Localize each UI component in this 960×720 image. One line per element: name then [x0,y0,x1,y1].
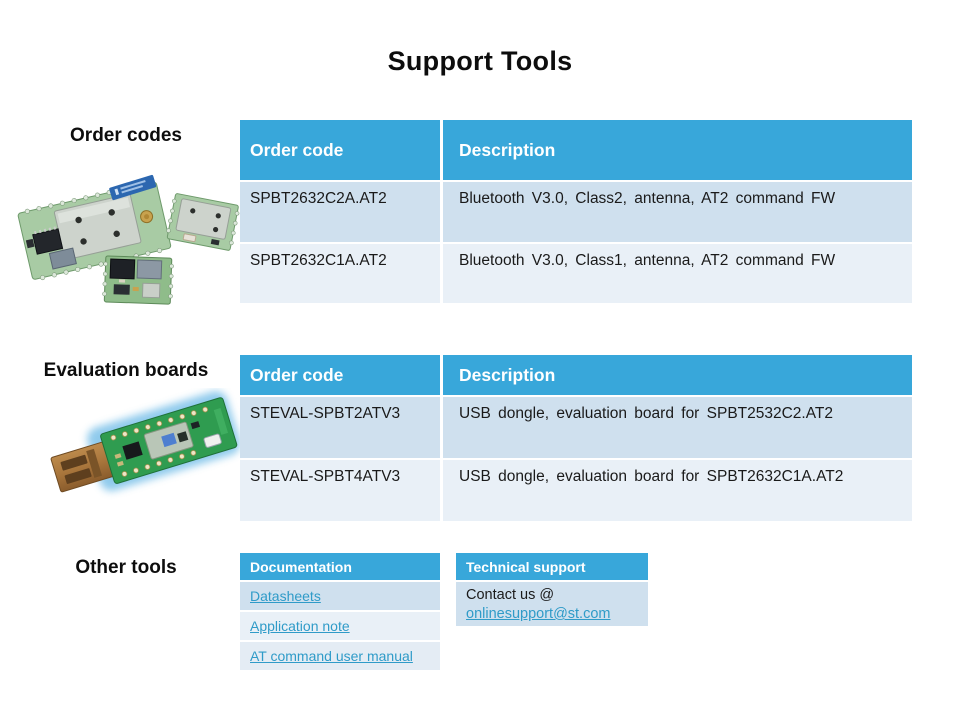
header-cell-description: Description [459,364,556,385]
order-codes-table-header: Order code Description [240,120,912,180]
header-cell-order-code: Order code [240,120,443,180]
page-title: Support Tools [387,46,573,76]
dongle-pcb [100,397,238,484]
order-code-cell: SPBT2632C1A.AT2 [240,244,443,303]
table-row: STEVAL-SPBT2ATV3 USB dongle, evaluation … [240,397,912,458]
order-code-cell: SPBT2632C2A.AT2 [240,182,443,242]
datasheets-link[interactable]: Datasheets [250,588,321,604]
application-note-link[interactable]: Application note [250,618,350,634]
header-cell-order-code: Order code [240,355,443,395]
bluetooth-module-small [102,255,174,305]
documentation-table: Documentation Datasheets Application not… [240,553,440,672]
bluetooth-modules-image [17,174,240,305]
evaluation-boards-table: Order code Description STEVAL-SPBT2ATV3 … [240,355,912,523]
online-support-email-link[interactable]: onlinesupport@st.com [466,606,611,622]
table-row: SPBT2632C1A.AT2 Bluetooth V3.0, Class1, … [240,244,912,303]
list-item: Datasheets [240,582,440,610]
usb-connector [50,441,115,493]
section-label-other-tools: Other tools [75,557,177,578]
header-cell-description: Description [459,139,556,160]
section-label-order-codes: Order codes [70,125,182,146]
description-cell: Bluetooth V3.0, Class2, antenna, AT2 com… [459,190,836,207]
description-cell: USB dongle, evaluation board for SPBT253… [459,405,834,422]
contact-row: Contact us @ onlinesupport@st.com [456,582,648,626]
evaluation-boards-table-header: Order code Description [240,355,912,395]
at-command-user-manual-link[interactable]: AT command user manual [250,648,413,664]
table-row: SPBT2632C2A.AT2 Bluetooth V3.0, Class2, … [240,182,912,242]
description-cell: USB dongle, evaluation board for SPBT263… [459,468,844,485]
section-label-evaluation-boards: Evaluation boards [43,360,209,381]
technical-support-table: Technical support Contact us @ onlinesup… [456,553,648,626]
antenna-strip [109,174,157,201]
documentation-header: Documentation [240,553,440,580]
list-item: AT command user manual [240,642,440,670]
technical-support-header: Technical support [456,553,648,580]
usb-dongle-image [50,391,241,493]
description-cell: Bluetooth V3.0, Class1, antenna, AT2 com… [459,252,836,269]
list-item: Application note [240,612,440,640]
order-code-cell: STEVAL-SPBT4ATV3 [240,460,443,521]
order-codes-table: Order code Description SPBT2632C2A.AT2 B… [240,120,912,305]
bluetooth-module-medium [166,193,240,251]
contact-text: Contact us @ [466,587,555,603]
table-row: STEVAL-SPBT4ATV3 USB dongle, evaluation … [240,460,912,521]
bluetooth-module-large [17,174,172,281]
order-code-cell: STEVAL-SPBT2ATV3 [240,397,443,458]
